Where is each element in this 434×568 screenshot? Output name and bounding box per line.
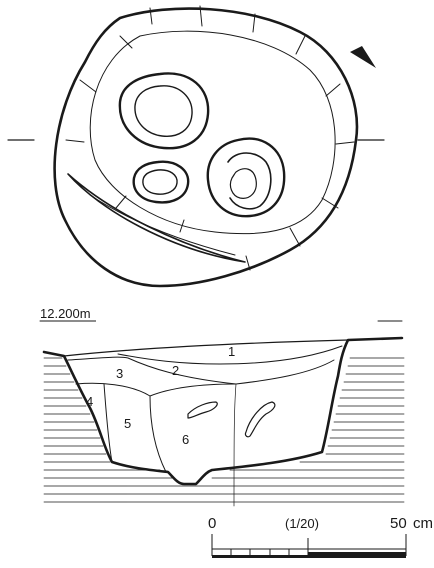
- surface-line: [63, 339, 349, 357]
- scale-max-label: 50: [390, 515, 407, 532]
- scale-zero-label: 0: [208, 515, 216, 532]
- layer-label-3: 3: [116, 366, 123, 381]
- scale-unit-label: cm: [413, 515, 433, 532]
- layer-label-4: 4: [86, 394, 93, 409]
- posthole-1-inner: [134, 85, 193, 137]
- posthole-2-inner: [142, 169, 178, 195]
- pit-outer-outline: [53, 7, 359, 288]
- layer-4-divider: [103, 383, 113, 463]
- posthole-2-outer: [132, 160, 190, 204]
- layer-label-2: 2: [172, 363, 179, 378]
- posthole-3-inner: [229, 168, 257, 199]
- layer-label-6: 6: [182, 432, 189, 447]
- soil-hatching: [43, 357, 405, 503]
- layer-1-boundary: [117, 345, 343, 365]
- section-pit-outline: [42, 336, 404, 486]
- layer-5-divider: [149, 395, 167, 473]
- plan-view: [7, 5, 385, 288]
- elevation-label: 12.200m: [40, 306, 91, 321]
- pit-floor-outline: [89, 30, 336, 235]
- layer-label-1: 1: [228, 344, 235, 359]
- scale-bar: 0 (1/20) 50 cm: [208, 515, 433, 558]
- slope-ticks: [65, 5, 355, 271]
- layer-6-divider: [233, 383, 237, 507]
- scale-ratio-label: (1/20): [285, 516, 319, 531]
- inclusion-a: [187, 401, 218, 419]
- plan-sliver-inner: [89, 194, 236, 256]
- scale-base: [212, 555, 406, 558]
- inclusion-b: [244, 401, 276, 438]
- north-arrow-icon: [350, 46, 376, 68]
- posthole-1-outer: [118, 72, 210, 150]
- posthole-3-mid: [227, 152, 272, 210]
- layer-3-boundary: [75, 382, 237, 397]
- layer-label-5: 5: [124, 416, 131, 431]
- layer-2-boundary: [67, 356, 335, 385]
- section-view: [39, 320, 405, 507]
- plan-sliver: [67, 173, 246, 263]
- posthole-3-outer: [206, 137, 286, 218]
- scale-solid-half: [308, 552, 406, 557]
